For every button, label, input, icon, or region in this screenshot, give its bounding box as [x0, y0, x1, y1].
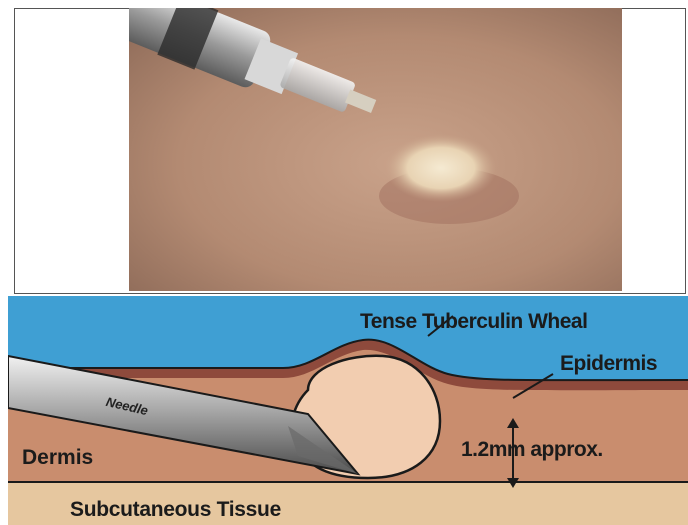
syringe-on-skin-image: [129, 8, 622, 291]
wheal-label: Tense Tuberculin Wheal: [360, 310, 587, 334]
subcutaneous-label: Subcutaneous Tissue: [70, 498, 281, 522]
intradermal-diagram: Tense Tuberculin Wheal Epidermis Needle …: [8, 296, 688, 525]
dermis-label: Dermis: [22, 446, 93, 470]
injection-photo: [129, 8, 622, 291]
skin-wheal: [385, 134, 497, 202]
epidermis-label: Epidermis: [560, 352, 657, 376]
measurement-label: 1.2mm approx.: [461, 438, 603, 462]
